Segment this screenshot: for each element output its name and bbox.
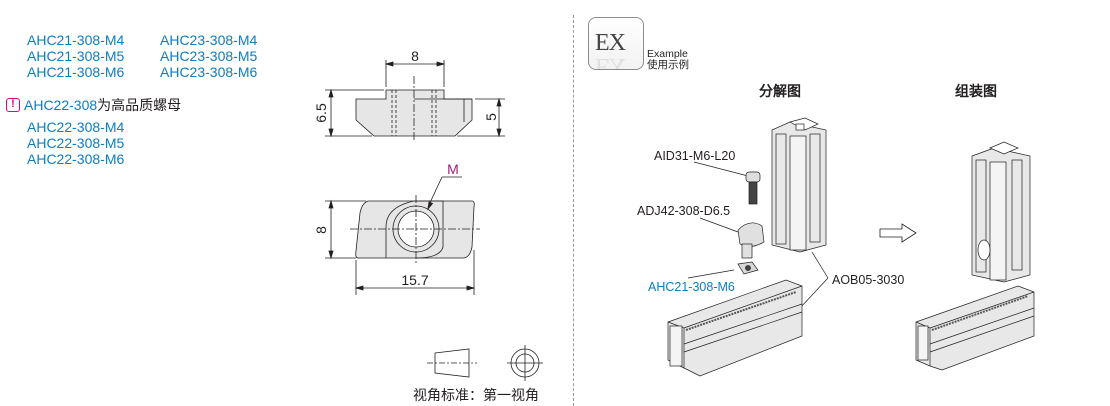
dim-length: 15.7 (401, 272, 428, 288)
notice-text: 为高品质螺母 (97, 97, 182, 113)
exclamation-icon: ! (6, 98, 20, 112)
top-view-drawing: M 8 15.7 (313, 161, 480, 295)
projection-label: 视角标准：第一视角 (413, 387, 539, 403)
t-nut (737, 261, 759, 275)
callout-nut[interactable]: AHC21-308-M6 (648, 280, 735, 294)
vertical-profile (971, 141, 1031, 283)
assembled-view-heading: 组装图 (955, 83, 997, 99)
exploded-view-heading: 分解图 (759, 83, 801, 99)
bolt (745, 171, 761, 205)
arrow-right-icon (879, 223, 917, 243)
example-label: Example 使用示例 (647, 49, 689, 71)
notice-part-code[interactable]: AHC22-308 (24, 97, 98, 113)
dim-height: 8 (313, 226, 329, 234)
side-view-drawing: 8 6.5 5 (313, 48, 505, 142)
part-number[interactable]: AHC21-308-M6 (27, 64, 125, 80)
thread-label: M (447, 161, 459, 177)
section-divider (573, 15, 574, 406)
part-number[interactable]: AHC22-308-M5 (27, 135, 125, 151)
badge-text: EX (595, 30, 626, 56)
part-list-ahc23: AHC23-308-M4 AHC23-308-M5 AHC23-308-M6 (160, 32, 257, 80)
callout-profile: AOB05-3030 (832, 273, 905, 287)
nut-side-body (355, 89, 473, 137)
part-number[interactable]: AHC23-308-M5 (160, 48, 258, 64)
callout-adjuster: ADJ42-308-D6.5 (637, 204, 731, 218)
example-badge: EX EX (588, 17, 644, 70)
vertical-profile (771, 117, 827, 253)
part-number[interactable]: AHC23-308-M6 (160, 64, 258, 80)
badge-reflection: EX (595, 53, 625, 70)
part-number[interactable]: AHC21-308-M5 (27, 48, 125, 64)
part-list-ahc21: AHC21-308-M4 AHC21-308-M5 AHC21-308-M6 (27, 32, 124, 80)
part-number[interactable]: AHC22-308-M4 (27, 119, 125, 135)
part-number[interactable]: AHC23-308-M4 (160, 32, 258, 48)
part-list-ahc22: AHC22-308-M4 AHC22-308-M5 AHC22-308-M6 (27, 119, 124, 167)
example-title-cn: 使用示例 (647, 59, 689, 71)
part-number[interactable]: AHC22-308-M6 (27, 151, 125, 167)
dim-step: 5 (483, 113, 499, 121)
part-number[interactable]: AHC21-308-M4 (27, 32, 125, 48)
adjuster (737, 222, 765, 259)
horizontal-profile (915, 285, 1035, 371)
dim-height: 6.5 (313, 103, 329, 123)
dim-width: 8 (411, 48, 419, 64)
assembled-view-illustration (915, 141, 1035, 371)
exploded-view-illustration (667, 117, 829, 377)
horizontal-profile (667, 279, 803, 377)
example-title-en: Example (647, 48, 688, 60)
callout-bolt: AID31-M6-L20 (654, 149, 736, 163)
first-angle-projection-symbol (427, 345, 543, 381)
